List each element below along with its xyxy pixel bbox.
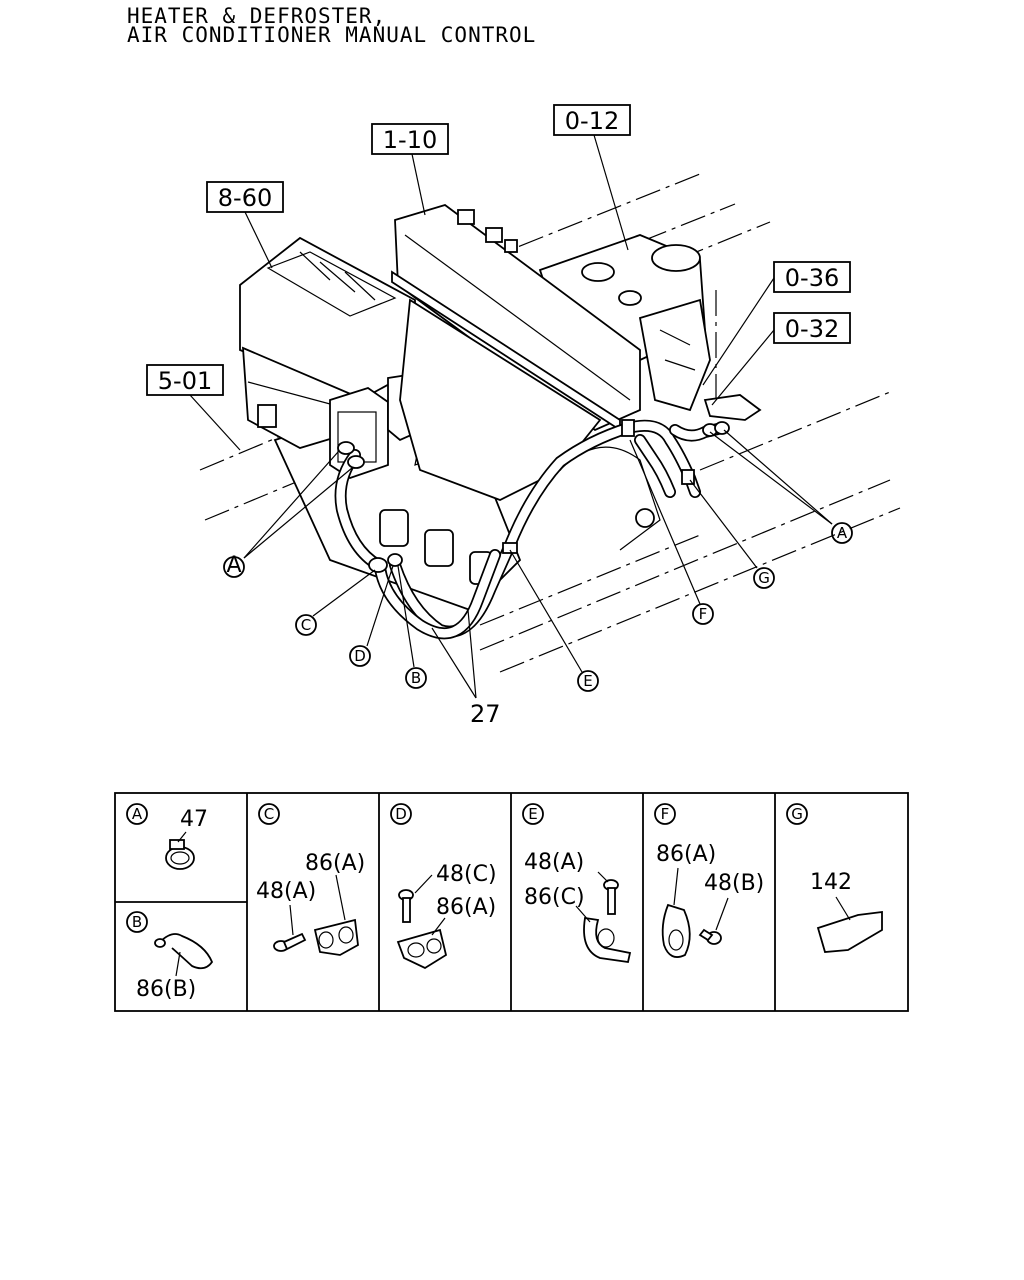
detail-box-d: D 48(C) 86(A) — [390, 803, 497, 970]
svg-text:D: D — [395, 805, 407, 823]
evaporator-unit — [391, 204, 641, 501]
callout-a-right: A — [831, 522, 853, 544]
reference-boxes: 1-10 0-12 8-60 0-36 0-32 5-01 — [146, 104, 851, 451]
callout-c: C — [295, 614, 317, 636]
svg-text:G: G — [758, 569, 770, 587]
part-label: 86(A) — [436, 895, 496, 920]
reference-label: 0-36 — [785, 264, 839, 292]
p-clip-86c-icon — [575, 905, 632, 964]
part-label: 48(A) — [256, 879, 316, 904]
bolt-48b-icon — [698, 897, 729, 945]
svg-text:B: B — [411, 669, 421, 687]
callout-a-left: A — [223, 553, 245, 578]
double-clamp-86a-d-icon — [396, 917, 448, 970]
part-label: 86(C) — [524, 885, 585, 910]
detail-box-g: G 142 — [786, 803, 883, 953]
reference-label: 0-12 — [565, 107, 619, 135]
part-label: 48(A) — [524, 850, 584, 875]
part-label: 47 — [180, 807, 208, 832]
reference-label: 8-60 — [218, 184, 272, 212]
reference-1-10 — [371, 123, 449, 216]
reference-0-12 — [553, 104, 631, 251]
callout-e: E — [577, 670, 599, 692]
part-label: 48(B) — [704, 871, 764, 896]
bracket-142-icon — [816, 896, 883, 953]
detail-box-a: A 47 — [126, 803, 208, 870]
title-line-2: AIR CONDITIONER MANUAL CONTROL — [127, 23, 537, 47]
detail-box-e: E 48(A) 86(C) — [522, 803, 632, 964]
svg-text:D: D — [354, 647, 366, 665]
svg-text:G: G — [791, 805, 803, 823]
svg-text:B: B — [132, 913, 142, 931]
part-label: 48(C) — [436, 862, 497, 887]
reference-8-60 — [206, 181, 284, 269]
title-line-1: HEATER & DEFROSTER, — [127, 4, 387, 28]
svg-text:C: C — [264, 805, 274, 823]
bolt-48a-icon — [273, 904, 307, 952]
svg-text:F: F — [699, 605, 708, 623]
reference-0-32 — [711, 312, 851, 406]
svg-text:A: A — [226, 553, 241, 578]
svg-text:E: E — [528, 805, 537, 823]
part-label: 142 — [810, 870, 852, 895]
reference-label: 0-32 — [785, 315, 839, 343]
reference-5-01 — [146, 364, 241, 451]
leader-lines — [243, 429, 833, 699]
detail-box-b: B 86(B) — [126, 911, 214, 1002]
svg-text:A: A — [132, 805, 143, 823]
wire-clip-86b-icon — [154, 933, 214, 977]
hose-clamp-47-icon — [165, 831, 195, 870]
svg-text:A: A — [837, 524, 848, 542]
part-label: 86(B) — [136, 977, 196, 1002]
callout-g: G — [753, 567, 775, 589]
bolt-48c-icon — [398, 874, 433, 923]
engine-components — [538, 234, 762, 421]
p-clamp-86a-f-icon — [661, 867, 691, 958]
reference-label: 1-10 — [383, 126, 437, 154]
svg-text:F: F — [661, 805, 670, 823]
assembly-clamps — [337, 419, 730, 573]
part-label: 86(A) — [305, 851, 365, 876]
part-label: 86(A) — [656, 842, 716, 867]
callout-b: B — [405, 667, 427, 689]
svg-text:E: E — [583, 672, 592, 690]
callout-f: F — [692, 603, 714, 625]
reference-0-36 — [702, 261, 851, 386]
svg-text:C: C — [301, 616, 311, 634]
part-number-27: 27 — [470, 700, 501, 728]
detail-table: A 47 B 86(B) C 86(A) 48(A) — [114, 792, 909, 1012]
callout-circles: A C D B E F G A — [223, 522, 853, 692]
callout-d: D — [349, 645, 371, 667]
double-clamp-86a-icon — [313, 874, 359, 956]
reference-label: 5-01 — [158, 367, 212, 395]
detail-box-f: F 86(A) 48(B) — [654, 803, 764, 958]
detail-box-c: C 86(A) 48(A) — [256, 803, 365, 956]
bolt-48a-e-icon — [597, 871, 619, 915]
